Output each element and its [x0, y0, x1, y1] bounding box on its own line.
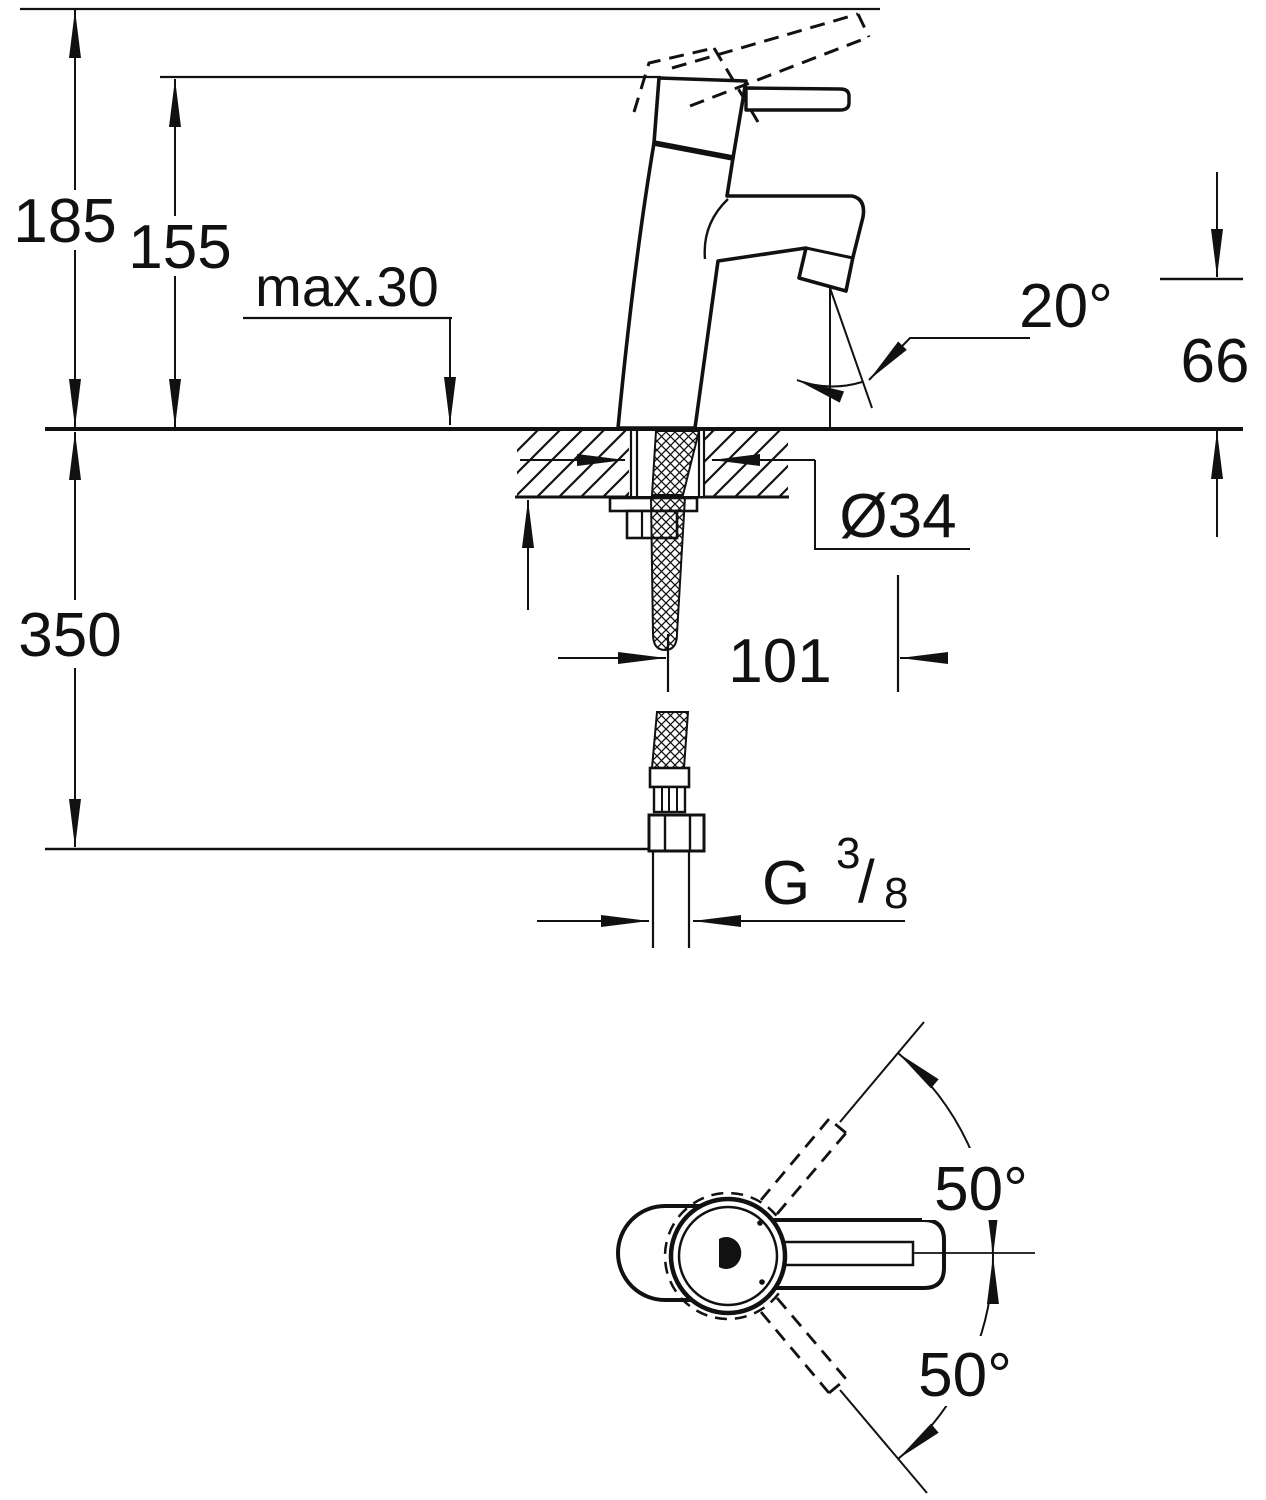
lower-hose-braid [650, 711, 690, 769]
handle-raised-dashed [632, 12, 871, 123]
bottom-view: 50° 50° [616, 1021, 1040, 1494]
thread-slash: / [858, 848, 875, 915]
spray-direction-line [829, 287, 873, 409]
swivel-axis-lower [839, 1389, 928, 1494]
label-bg [8, 602, 134, 664]
side-view: 185 155 max.30 20° 66 [8, 7, 1249, 948]
dimension-diameter-34: Ø34 [520, 454, 970, 551]
angle-arc [796, 379, 863, 403]
dim-66-label: 66 [1181, 327, 1250, 396]
dimension-350: 350 [8, 432, 650, 851]
dimension-g38: G 3 / 8 [537, 829, 908, 927]
dim-max30-label: max.30 [255, 255, 439, 318]
detail-dot-bottom [759, 1279, 765, 1285]
supply-hose [647, 711, 706, 948]
dim-185-label: 185 [13, 187, 116, 256]
label-bg [15, 192, 117, 248]
dimension-101: 101 [558, 575, 948, 696]
dim-155-label: 155 [128, 213, 231, 282]
hose-collar [648, 766, 691, 789]
connection-hex-nut [647, 813, 706, 853]
body-spout-junction-curve [703, 198, 729, 260]
handle-swivel-upper-dashed [759, 1117, 848, 1215]
handle-lever [744, 86, 851, 112]
thread-denominator: 8 [884, 869, 908, 918]
dimension-50-upper: 50° [897, 1052, 1040, 1257]
dimension-66: 66 [1160, 172, 1249, 537]
label-bg [922, 1148, 1040, 1220]
aerator-top-edge [805, 246, 854, 260]
dimension-185: 185 [13, 7, 880, 427]
thread-g-label: G [762, 849, 810, 918]
dim-50-lower-label: 50° [918, 1341, 1012, 1410]
detail-dot-top [757, 1220, 763, 1226]
faucet-body-outline [616, 141, 866, 430]
dim-diameter-34-label: Ø34 [839, 482, 956, 551]
dimension-155: 155 [128, 75, 661, 427]
counter-hatch-right [705, 431, 788, 496]
handle-bar-bottom-view [768, 1218, 946, 1290]
dimension-50-lower: 50° [897, 1255, 1024, 1460]
leader-line [814, 460, 970, 550]
hose-in-shank [650, 430, 701, 496]
label-bg [128, 218, 232, 274]
mounting-shank [608, 430, 706, 652]
angle-arc-upper [897, 1052, 999, 1257]
label-bg [906, 1336, 1024, 1406]
handle-cap-bottom-edge [653, 140, 734, 161]
faucet [616, 12, 871, 430]
spray-angle-construction [796, 287, 1030, 427]
dim-20deg-label: 20° [1019, 272, 1113, 341]
dim-50-upper-label: 50° [934, 1155, 1028, 1224]
dim-350-label: 350 [18, 601, 121, 670]
body-inner-circle [677, 1205, 779, 1307]
thread-numerator: 3 [836, 829, 860, 878]
dimension-max30: max.30 [243, 255, 534, 610]
counter-hatch-left [517, 431, 629, 496]
swivel-axis-upper [839, 1021, 925, 1123]
upper-hose [649, 496, 687, 652]
handle-swivel-lower-dashed [759, 1297, 848, 1395]
angle-leader [868, 337, 1030, 381]
cartridge-marker [719, 1237, 742, 1269]
dim-101-label: 101 [728, 627, 831, 696]
